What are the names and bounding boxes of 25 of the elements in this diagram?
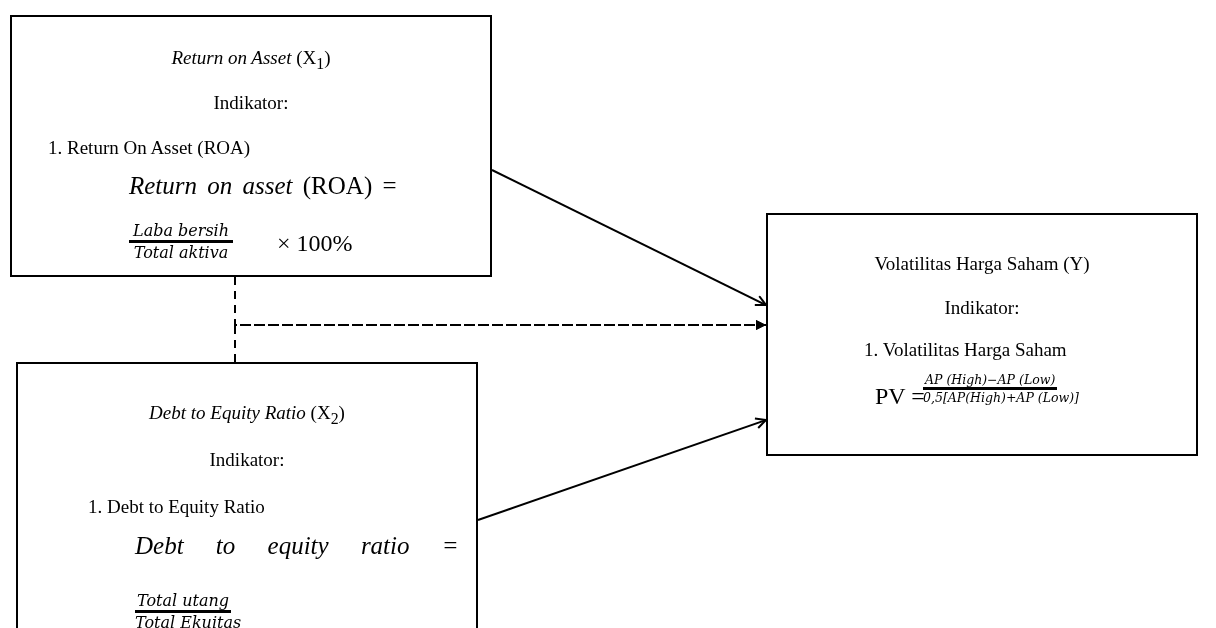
dashed-arrow [234, 320, 767, 363]
formula-text: PV = [875, 383, 925, 411]
indicator-heading: Indikator: [212, 92, 290, 114]
node-title: Volatilitas Harga Saham (Y) [873, 253, 1091, 275]
fraction-denominator: Total aktiva [132, 244, 230, 263]
indicator-heading: Indikator: [208, 449, 286, 471]
indicator-item: 1. Return On Asset (ROA) [48, 137, 251, 159]
node-title: Debt to Equity Ratio (X$_{2}$) [148, 402, 346, 428]
variable-box [16, 362, 478, 628]
variable-box [10, 15, 492, 277]
node-title: Return on Asset (X$_{1}$) [170, 47, 332, 73]
indicator-heading: Indikator: [943, 297, 1021, 319]
fraction-numerator: Total utang [135, 592, 232, 614]
fraction-denominator: Total Ekuitas [135, 614, 242, 628]
indicator-item: 1. Debt to Equity Ratio [88, 496, 265, 518]
arrow [491, 169, 767, 307]
fraction-numerator: Laba bersih [129, 222, 234, 244]
fraction-numerator: AP (High)−AP (Low) [923, 373, 1058, 391]
variable-box [766, 213, 1198, 456]
formula-text: × 100% [277, 230, 353, 258]
formula-text: Return on asset (ROA) = [129, 172, 397, 201]
arrow [477, 417, 767, 521]
indicator-item: 1. Volatilitas Harga Saham [864, 339, 1067, 361]
formula-text: Debt to equity ratio = [135, 532, 459, 561]
fraction-denominator: 0,5[AP(High)+AP (Low)] [923, 391, 1079, 406]
